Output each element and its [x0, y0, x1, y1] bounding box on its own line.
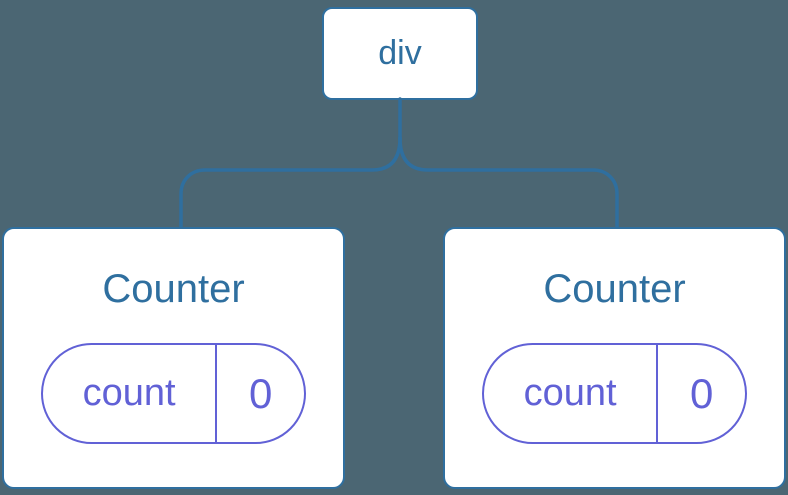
state-key: count — [43, 345, 218, 442]
state-value: 0 — [248, 369, 273, 417]
root-node-label: div — [378, 34, 422, 72]
root-node: div — [322, 7, 478, 100]
counter-title: Counter — [543, 267, 686, 311]
state-pill: count 0 — [41, 343, 306, 444]
counter-node-left: Counter count 0 — [2, 227, 345, 489]
state-key: count — [484, 345, 659, 442]
counter-node-right: Counter count 0 — [443, 227, 786, 489]
edge-left-branch — [179, 136, 402, 231]
edge-right-branch — [398, 136, 619, 231]
state-pill: count 0 — [482, 343, 747, 444]
state-value: 0 — [689, 369, 714, 417]
counter-title: Counter — [102, 267, 245, 311]
